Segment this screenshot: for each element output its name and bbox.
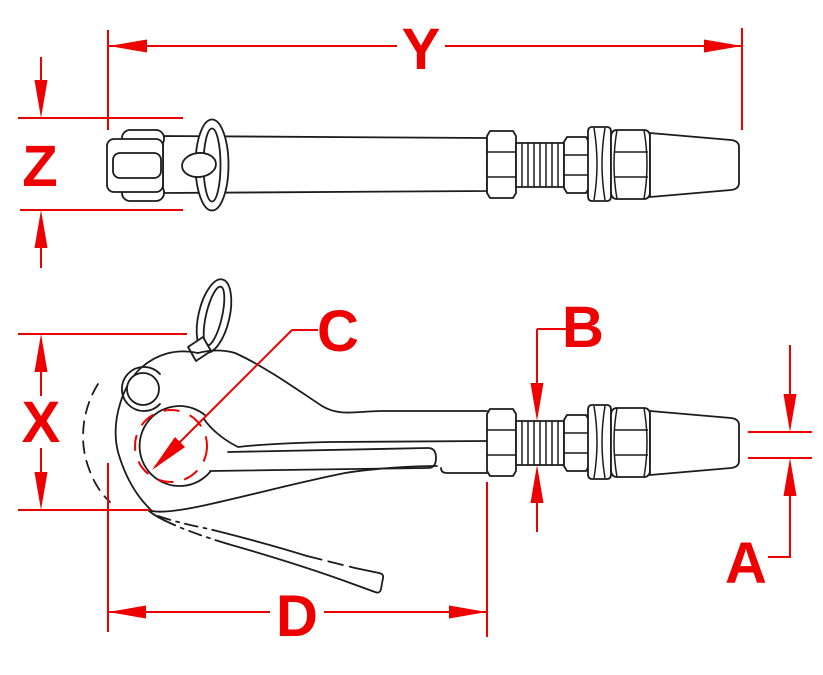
dim-label-d: D bbox=[276, 584, 318, 649]
arrowhead-up bbox=[783, 458, 797, 496]
arrowhead-down bbox=[783, 394, 797, 432]
ghost-outline bbox=[82, 383, 111, 503]
dimension-D: D bbox=[107, 463, 488, 649]
dim-label-x: X bbox=[22, 390, 61, 455]
arrowhead-up bbox=[34, 334, 48, 372]
dim-label-c: C bbox=[317, 299, 359, 364]
dimension-Z: Z bbox=[18, 57, 183, 268]
arrowhead-up bbox=[34, 210, 48, 248]
bottom-view-open-hook bbox=[82, 278, 740, 594]
frame-outer-edge bbox=[114, 350, 199, 512]
jaw-tip bbox=[352, 567, 385, 594]
body-top-edge bbox=[197, 349, 488, 414]
arrowhead-diagonal bbox=[152, 437, 185, 470]
latch-plate bbox=[112, 152, 162, 179]
arrowhead-left bbox=[108, 605, 146, 619]
ring-knob bbox=[181, 152, 217, 178]
slot-top-edge bbox=[203, 418, 488, 448]
dimension-Y: Y bbox=[107, 17, 743, 130]
arrowhead-down bbox=[34, 472, 48, 510]
arrowhead-right bbox=[704, 39, 742, 53]
hook-bowl bbox=[138, 405, 211, 487]
dimension-A: A bbox=[725, 345, 812, 596]
pivot-pin bbox=[126, 372, 160, 406]
top-view-closed-hook bbox=[106, 118, 740, 212]
open-jaw-phantom bbox=[148, 510, 385, 594]
reference-circle bbox=[134, 409, 208, 483]
tongue bbox=[209, 447, 437, 472]
arrowhead-down bbox=[530, 383, 544, 421]
arrowhead-up bbox=[530, 465, 544, 503]
dimension-B: B bbox=[530, 295, 604, 532]
dimension-C: C bbox=[134, 299, 359, 483]
arrowhead-right bbox=[449, 605, 487, 619]
arrowhead-down bbox=[34, 80, 48, 118]
dim-label-y: Y bbox=[402, 17, 441, 82]
pivot-boss bbox=[121, 366, 161, 412]
dimension-X: X bbox=[18, 333, 187, 511]
shank-bottom-edge bbox=[440, 467, 488, 474]
dim-label-z: Z bbox=[22, 134, 57, 199]
dim-label-a: A bbox=[725, 531, 767, 596]
dim-label-b: B bbox=[562, 295, 604, 360]
arrowhead-left bbox=[109, 39, 147, 53]
